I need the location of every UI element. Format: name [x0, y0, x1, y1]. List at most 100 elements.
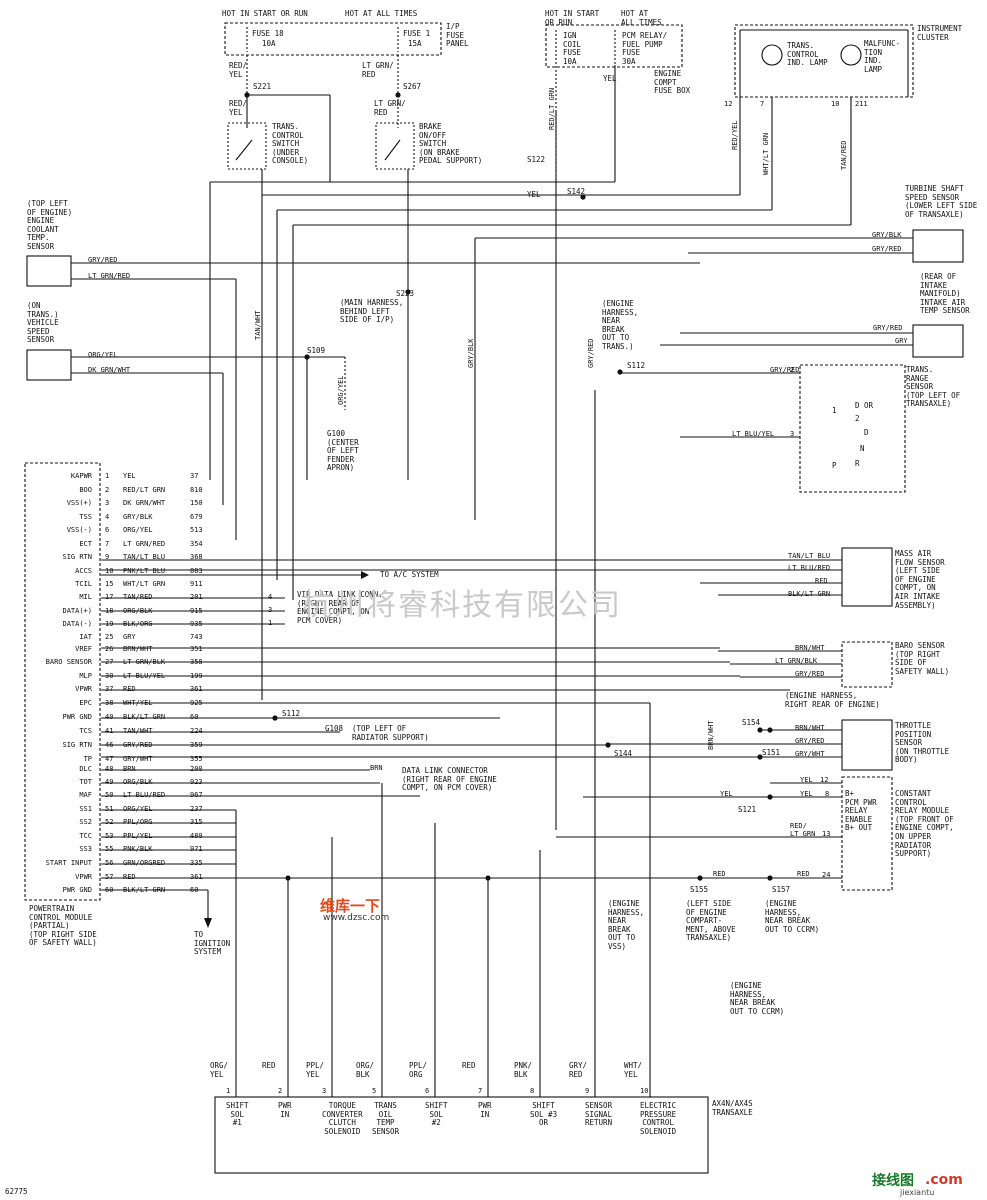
pcm-pin-name: MLP — [79, 672, 92, 680]
pcm-pin-number: 9 — [105, 553, 110, 561]
pcm-pin-name: MIL — [79, 593, 92, 601]
pcm-pin-number: 2 — [105, 486, 110, 494]
ign-coil-fuse: IGN COIL FUSE 10A — [563, 31, 582, 66]
cluster-pin-12: 12 — [724, 100, 733, 108]
hot-all-times-left: HOT AT ALL TIMES — [345, 9, 418, 18]
pcm-pin-circuit: 923 — [190, 778, 203, 786]
ect-sensor-label: (TOP LEFT OF ENGINE) ENGINE COOLANT TEMP… — [27, 199, 73, 251]
instrument-cluster-label: INSTRUMENT CLUSTER — [917, 24, 963, 42]
wire-wht-ltgrn-vertical: WHT/LT GRN — [762, 132, 770, 175]
pcm-pin-wire: RED/LT GRN — [123, 486, 166, 494]
pcm-pin-circuit: 915 — [190, 607, 203, 615]
transaxle-pin-number: 2 — [278, 1087, 283, 1095]
wire-ccrm-red: RED — [797, 870, 810, 878]
transaxle-pin-label: SHIFT SOL #3 OR — [530, 1101, 558, 1128]
pcm-pin-circuit: 810 — [190, 486, 203, 494]
pcm-pin-name: SIG RTN — [62, 741, 92, 749]
wire-baro-brn-wht: BRN/WHT — [795, 644, 825, 652]
jiexiantu-url: jiexiantu — [900, 1188, 935, 1197]
pcm-pin-circuit: 335 — [190, 859, 203, 867]
splice-s142: S142 — [567, 187, 586, 196]
pcm-pin-name: DATA(+) — [62, 607, 92, 615]
wire-org-yel-ground: ORG/YEL — [337, 375, 345, 405]
pcm-pin-name: SS2 — [79, 818, 92, 826]
wire-trs-gry-red: GRY/RED — [770, 366, 800, 374]
pcm-pin-wire: PPL/ORG — [123, 818, 153, 826]
pcm-pin-wire: GRY/BLK — [123, 513, 153, 521]
wire-turbine-gry-blk: GRY/BLK — [872, 231, 902, 239]
pcm-pin-circuit: 351 — [190, 645, 203, 653]
transaxle-title: AX4N/AX4S TRANSAXLE — [712, 1099, 753, 1117]
trans-control-lamp: TRANS. CONTROL IND. LAMP — [787, 41, 828, 68]
pcm-pin-wire: GRY/RED — [123, 741, 153, 749]
pcm-pin-name: PWR GND — [62, 713, 92, 721]
pcm-pin-number: 3 — [105, 499, 110, 507]
pcm-pin-name: TP — [83, 755, 92, 763]
trs-d-or: D OR — [855, 401, 874, 410]
fuse18-label: FUSE 18 — [252, 29, 284, 38]
pcm-pin-name: DLC — [79, 765, 92, 773]
jiexiantu-dom: .com — [925, 1172, 963, 1188]
trans-control-switch: TRANS. CONTROL SWITCH (UNDER CONSOLE) — [272, 122, 309, 166]
pcm-pin-name: KAPWR — [70, 472, 92, 480]
iat-sensor-label: (REAR OF INTAKE MANIFOLD) INTAKE AIR TEM… — [920, 272, 970, 316]
pcm-pin-number: 4 — [105, 513, 110, 521]
wire-baro-lt-grn-blk: LT GRN/BLK — [775, 657, 818, 665]
pcm-pin-circuit: 368 — [190, 553, 203, 561]
transaxle-pin-label: TORQUE CONVERTER CLUTCH SOLENOID — [322, 1101, 363, 1136]
splice-s151: S151 — [762, 748, 781, 757]
pcm-pin-circuit: 679 — [190, 513, 203, 521]
pcm-pin-number: 1 — [105, 472, 110, 480]
pcm-pin-name: IAT — [79, 633, 92, 641]
pcm-pin-wire: TAN/LT BLU — [123, 553, 166, 561]
transaxle-wire-color: RED — [462, 1061, 476, 1070]
transaxle-pin-label: PWR IN — [478, 1101, 492, 1119]
transaxle-wire-color: ORG/ YEL — [210, 1061, 229, 1079]
wire-ect-gry-red: GRY/RED — [88, 256, 118, 264]
wire-maf-lt-blu-red: LT BLU/RED — [788, 564, 831, 572]
pcm-pin-number: 30 — [105, 672, 114, 680]
pcm-pin-wire: ORG/BLK — [123, 778, 153, 786]
wire-red-lt-grn-vertical: RED/LT GRN — [548, 87, 556, 130]
wire-red-yel-vertical: RED/YEL — [731, 120, 739, 150]
transaxle-pin-number: 9 — [585, 1087, 590, 1095]
transaxle-wire-color: PPL/ YEL — [306, 1061, 325, 1079]
pcm-pin-wire: WHT/LT GRN — [123, 580, 166, 588]
pcm-pin-wire: BRN/WHT — [123, 645, 153, 653]
ignition-system-label: TO IGNITION SYSTEM — [194, 930, 231, 957]
transaxle-pin-number: 8 — [530, 1087, 535, 1095]
ip-fuse-panel: I/P FUSE PANEL — [446, 22, 469, 49]
transaxle-pin-number: 3 — [322, 1087, 327, 1095]
pcm-pin-wire: RED — [123, 685, 136, 693]
hot-start-run-right: HOT IN START OR RUN — [545, 9, 600, 27]
ccrm-pin-24: 24 — [822, 871, 831, 879]
dlc-label: DATA LINK CONNECTOR (RIGHT REAR OF ENGIN… — [402, 766, 497, 793]
pcm-pin-wire: LT GRN/RED — [123, 540, 166, 548]
pcm-pin-wire: ORG/BLK — [123, 607, 153, 615]
pcm-pin-circuit: 224 — [190, 727, 203, 735]
pcm-pin-wire: WHT/YEL — [123, 699, 153, 707]
pcm-pin-name: TCS — [79, 727, 92, 735]
pcm-pin-wire: PNK/LT BLU — [123, 567, 166, 575]
wire-ccrm-yel-12: YEL — [800, 776, 813, 784]
watermark-text: 杭州将睿科技有限公司 — [302, 588, 622, 623]
pcm-pin-wire: BLK/ORG — [123, 620, 153, 628]
pcm-pin-circuit: 911 — [190, 580, 203, 588]
fuse18-amp: 10A — [262, 39, 276, 48]
pcm-pin-wire: GRN/ORGRED — [123, 859, 166, 867]
pcm-pin-circuit: 883 — [190, 567, 203, 575]
pcm-relay-fuse: PCM RELAY/ FUEL PUMP FUSE 30A — [622, 31, 668, 66]
pcm-pin-wire: BLK/LT GRN — [123, 886, 166, 894]
jiexiantu-logo: 接线图 — [872, 1173, 914, 1189]
s223-location: (MAIN HARNESS, BEHIND LEFT SIDE OF I/P) — [340, 298, 404, 325]
ccrm-pin-labels: B+ PCM PWR RELAY ENABLE B+ OUT — [845, 789, 877, 833]
pcm-pin-name: SS3 — [79, 845, 92, 853]
pcm-pin-number: 26 — [105, 645, 114, 653]
pcm-pin-wire: GRY/WHT — [123, 755, 153, 763]
pcm-pin-number: 38 — [105, 699, 114, 707]
wire-dlc-brn: BRN — [370, 764, 383, 772]
pcm-pin-wire: LT BLU/RED — [123, 791, 166, 799]
wire-tan-wht-vertical: TAN/WHT — [254, 310, 262, 340]
wire-turbine-gry-red: GRY/RED — [872, 245, 902, 253]
